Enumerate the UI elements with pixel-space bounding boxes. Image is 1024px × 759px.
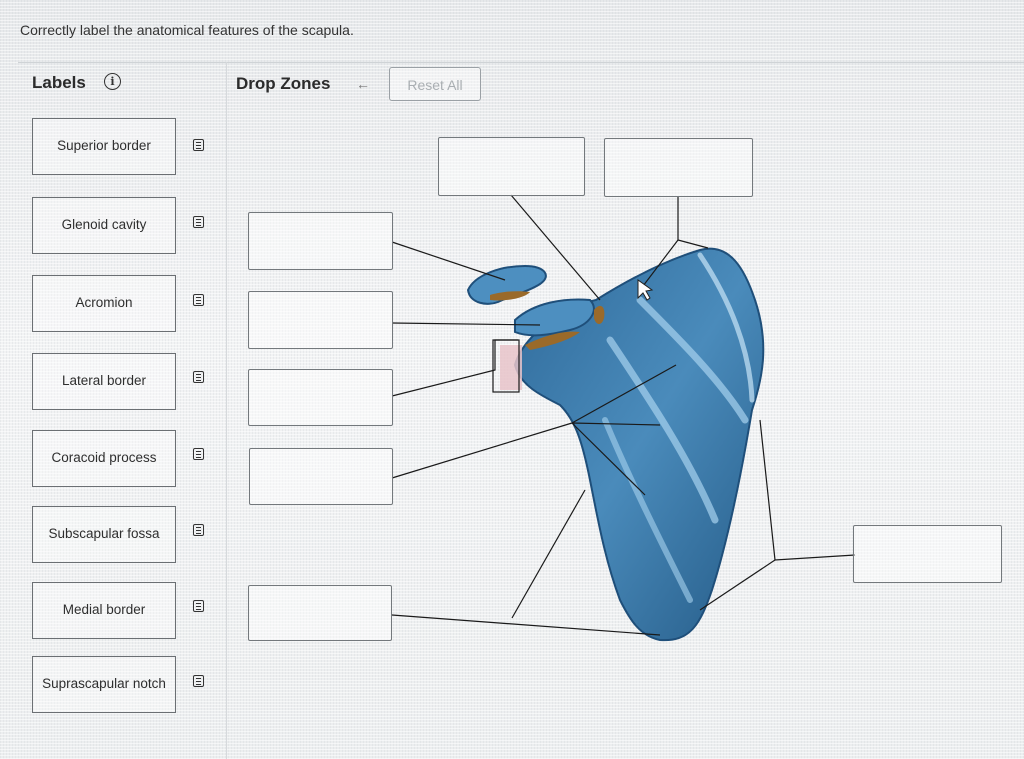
drop-zone-6[interactable]: [249, 448, 393, 505]
drop-zone-4[interactable]: [248, 291, 393, 349]
label-text: Medial border: [62, 602, 146, 618]
label-card-coracoid-process[interactable]: Coracoid process: [32, 430, 176, 487]
reset-all-button[interactable]: Reset All: [389, 67, 481, 101]
drop-zone-5[interactable]: [248, 369, 393, 426]
leader-line: [510, 194, 601, 301]
notch-brown-surface: [594, 305, 605, 324]
drop-zone-7[interactable]: [853, 525, 1002, 583]
acromion-brown-surface: [490, 291, 530, 301]
coracoid-brown-surface: [525, 331, 580, 350]
document-icon[interactable]: [193, 216, 204, 228]
scapula-ridge: [636, 296, 749, 424]
label-card-superior-border[interactable]: Superior border: [32, 118, 176, 175]
labels-panel-title: Labels: [32, 73, 86, 92]
acromion-shape: [466, 264, 547, 305]
leader-line: [639, 239, 679, 291]
leader-line: [571, 422, 646, 496]
label-text: Coracoid process: [51, 450, 157, 466]
label-card-glenoid-cavity[interactable]: Glenoid cavity: [32, 197, 176, 254]
panel-divider: [226, 62, 227, 759]
label-text: Subscapular fossa: [48, 526, 160, 542]
leader-line: [571, 422, 661, 426]
scapula-body: [513, 247, 765, 642]
document-icon[interactable]: [193, 675, 204, 687]
drop-zone-1[interactable]: [438, 137, 585, 196]
label-text: Lateral border: [61, 373, 147, 389]
glenoid-highlight: [500, 345, 522, 390]
label-text: Glenoid cavity: [61, 217, 147, 233]
drop-zones-title: Drop Zones: [236, 74, 331, 93]
label-card-medial-border[interactable]: Medial border: [32, 582, 176, 639]
scapula-ridge: [602, 417, 693, 603]
label-card-lateral-border[interactable]: Lateral border: [32, 353, 176, 410]
leader-line: [391, 241, 506, 281]
leader-line: [391, 614, 661, 636]
scapula-ridge: [697, 252, 755, 403]
leader-line: [511, 489, 586, 619]
document-icon[interactable]: [193, 600, 204, 612]
leader-bracket: [492, 339, 520, 393]
drop-zone-3[interactable]: [248, 212, 393, 270]
document-icon[interactable]: [193, 139, 204, 151]
label-text: Suprascapular notch: [42, 676, 166, 692]
document-icon[interactable]: [193, 371, 204, 383]
leader-line: [759, 419, 856, 561]
coracoid-shape: [514, 298, 595, 337]
drop-zone-2[interactable]: [604, 138, 753, 197]
label-text: Superior border: [57, 138, 151, 154]
leader-line: [391, 339, 518, 397]
header-divider: [18, 62, 1024, 63]
drop-zone-8[interactable]: [248, 585, 392, 641]
leader-line: [677, 197, 709, 249]
leader-line: [391, 422, 573, 479]
info-icon[interactable]: i: [104, 73, 121, 90]
label-text: Acromion: [75, 295, 133, 311]
scapula-ridge: [606, 336, 719, 524]
leader-line: [571, 364, 677, 424]
label-card-acromion[interactable]: Acromion: [32, 275, 176, 332]
document-icon[interactable]: [193, 294, 204, 306]
document-icon[interactable]: [193, 524, 204, 536]
label-card-suprascapular-notch[interactable]: Suprascapular notch: [32, 656, 176, 713]
document-icon[interactable]: [193, 448, 204, 460]
label-card-subscapular-fossa[interactable]: Subscapular fossa: [32, 506, 176, 563]
instruction-text: Correctly label the anatomical features …: [20, 22, 354, 38]
leader-line: [391, 322, 541, 326]
undo-arrow-icon[interactable]: ←: [356, 76, 370, 92]
mouse-cursor-icon: [637, 279, 654, 301]
leader-line: [699, 559, 776, 611]
